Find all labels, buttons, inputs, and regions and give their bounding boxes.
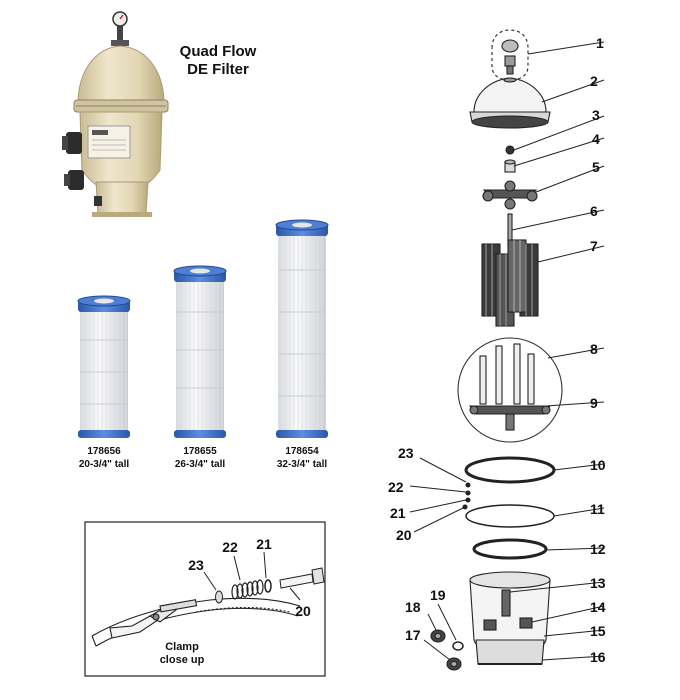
o-ring-icon <box>264 579 272 593</box>
callout-9: 9 <box>590 395 598 411</box>
callout-22: 22 <box>388 479 404 495</box>
clamp-ring-icon <box>464 456 556 484</box>
leader-line <box>233 555 241 581</box>
inset-caption-line2: close up <box>160 654 205 666</box>
callout-19: 19 <box>430 587 446 603</box>
callout-21: 21 <box>256 536 272 552</box>
lower-manifold-detail <box>457 337 563 443</box>
clamp-hardware-icon <box>465 482 471 488</box>
clamp-hardware-icon <box>462 504 468 510</box>
clamp-inset: 23 22 21 20 Clamp close up <box>84 521 326 677</box>
tank-o-ring-icon <box>465 504 555 528</box>
callout-13: 13 <box>590 575 606 591</box>
inset-caption-line1: Clamp <box>165 641 199 653</box>
callout-6: 6 <box>590 203 598 219</box>
clamp-hardware-icon <box>465 490 471 496</box>
nut-icon <box>504 159 516 173</box>
callout-20: 20 <box>295 603 311 619</box>
tank-body-icon <box>469 571 551 665</box>
cartridge-178654 <box>275 219 329 438</box>
callout-7: 7 <box>590 238 598 254</box>
cartridge-height: 26-3/4" tall <box>175 459 226 470</box>
diagram-title-line1: Quad Flow <box>180 43 257 60</box>
callout-23: 23 <box>398 445 414 461</box>
leader-line <box>203 571 217 591</box>
cartridge-height: 32-3/4" tall <box>277 459 328 470</box>
cartridge-part-number: 178655 <box>183 446 217 457</box>
callout-22: 22 <box>222 539 238 555</box>
callout-10: 10 <box>590 457 606 473</box>
cartridge-part-number: 178656 <box>87 446 121 457</box>
callout-18: 18 <box>405 599 421 615</box>
callout-17: 17 <box>405 627 421 643</box>
callout-12: 12 <box>590 541 606 557</box>
callout-1: 1 <box>596 35 604 51</box>
air-relief-valve-icon <box>491 29 529 81</box>
callout-21: 21 <box>390 505 406 521</box>
o-ring-icon <box>505 145 515 155</box>
callout-14: 14 <box>590 599 606 615</box>
port-fitting-icon <box>430 629 446 643</box>
callout-3: 3 <box>592 107 600 123</box>
cartridge-178656 <box>77 295 131 438</box>
bolt-icon <box>279 567 325 589</box>
cartridge-178655 <box>173 265 227 438</box>
cartridge-part-number: 178654 <box>285 446 319 457</box>
manifold-icon <box>482 180 538 210</box>
leader-line <box>263 551 267 579</box>
callout-5: 5 <box>592 159 600 175</box>
callout-8: 8 <box>590 341 598 357</box>
leader-line <box>289 587 301 601</box>
clamp-hardware-icon <box>465 497 471 503</box>
filter-cartridge-cluster-icon <box>481 239 539 327</box>
callout-4: 4 <box>592 131 600 147</box>
leader-lines <box>409 41 605 661</box>
inlet-port-icon <box>62 132 82 154</box>
callout-23: 23 <box>188 557 204 573</box>
callout-15: 15 <box>590 623 606 639</box>
cartridge-height: 20-3/4" tall <box>79 459 130 470</box>
exploded-view <box>430 29 563 671</box>
o-ring-icon <box>452 641 464 651</box>
callout-11: 11 <box>590 501 605 517</box>
diagram-title-line2: DE Filter <box>187 61 249 78</box>
outlet-port-icon <box>64 170 84 190</box>
clamp-band-icon <box>91 597 301 647</box>
retainer-ring-icon <box>472 538 548 560</box>
washer-icon <box>215 590 223 604</box>
callout-16: 16 <box>590 649 606 665</box>
drain-plug-icon <box>446 657 462 671</box>
pressure-gauge-icon <box>111 11 129 46</box>
tank-lid-icon <box>469 77 551 129</box>
callout-2: 2 <box>590 73 598 89</box>
spring-icon <box>231 579 264 600</box>
filter-photo <box>62 11 169 217</box>
callout-20: 20 <box>396 527 412 543</box>
